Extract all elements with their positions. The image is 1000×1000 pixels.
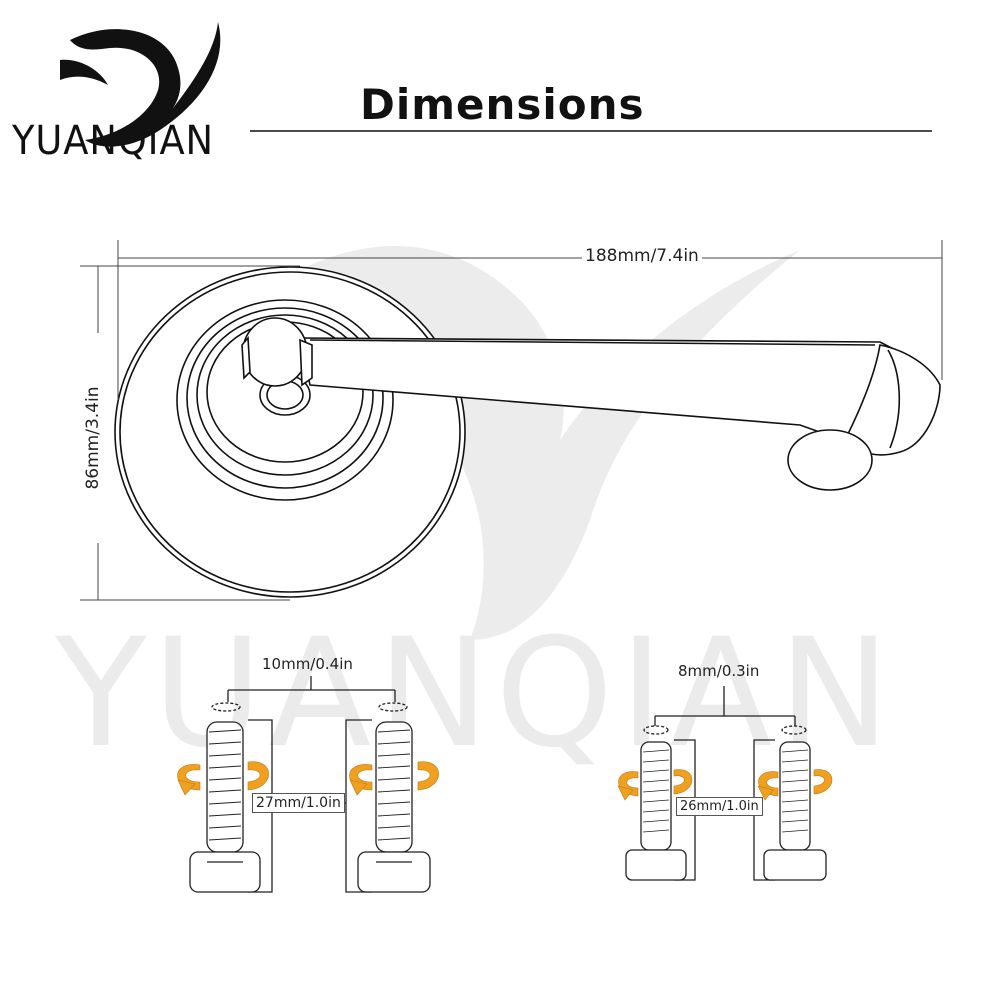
bolt-small-right-threads [781, 749, 809, 833]
brand-name: YUANQIAN [12, 118, 214, 164]
ball-knob [242, 317, 308, 387]
bolt-large-right-threads [377, 729, 411, 841]
bolt-small-right [763, 741, 827, 881]
mirror-mount-ring-inner [196, 314, 374, 476]
mirror-arm-edge [309, 339, 876, 346]
mirror-height-label: 86mm/3.4in [83, 333, 103, 543]
bolt-small-length-label: 26mm/1.0in [676, 797, 763, 816]
bolt-tip-marker-left [643, 725, 669, 735]
bolt-small-left [625, 741, 687, 881]
mirror-arm-end-band [887, 349, 901, 449]
bolt-tip-marker-right [781, 725, 807, 735]
ball-knob-collar-right [299, 338, 313, 387]
bolt-large-spacing-label: 10mm/0.4in [262, 655, 353, 673]
rotate-arrow-icon [349, 761, 439, 796]
mirror-width-dimension [80, 240, 943, 400]
bolt-small-left-threads [642, 749, 670, 833]
bolt-set-small [625, 686, 827, 881]
mirror-arm-end [844, 344, 941, 456]
mirror-width-label: 188mm/7.4in [582, 246, 702, 266]
bolt-set-large [189, 676, 431, 893]
watermark-text: YUANQIAN [54, 607, 896, 781]
mirror-mount-ring-middle [186, 307, 384, 489]
bolt-tip-marker-right [378, 702, 408, 712]
bolt-large-left-threads [208, 729, 242, 841]
rotate-arrow-icon [757, 769, 833, 801]
end-bolt-head [787, 429, 873, 491]
mirror-head-rim [119, 271, 461, 593]
rotate-arrow-icon [177, 761, 269, 796]
bolt-tip-marker-left [211, 702, 241, 712]
ball-knob-collar [241, 335, 251, 380]
rotate-arrow-icon [617, 769, 693, 801]
mirror-drawing [114, 266, 941, 598]
bolt-small-spacing-label: 8mm/0.3in [678, 662, 760, 680]
bolt-large-length-label: 27mm/1.0in [252, 793, 345, 813]
page-title: Dimensions [360, 80, 645, 129]
brand-logo-mark [60, 22, 221, 147]
